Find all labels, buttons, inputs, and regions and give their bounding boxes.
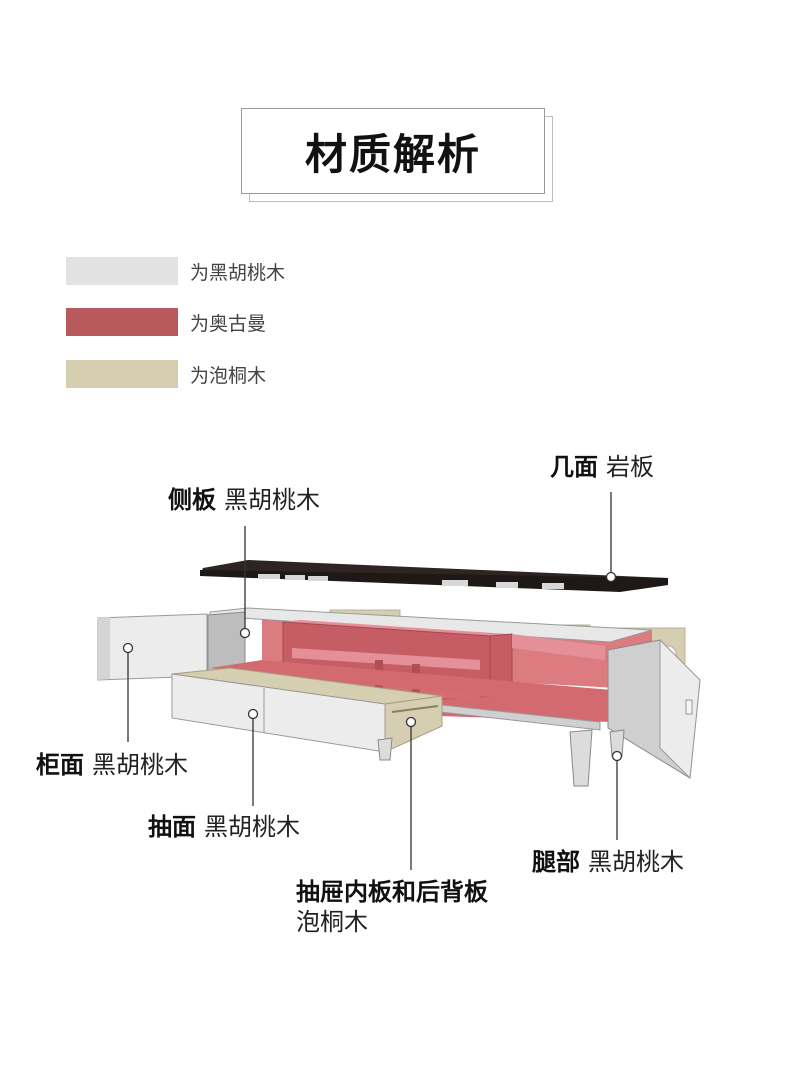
callout-side-part: 侧板 (168, 486, 216, 514)
callout-top-material: 岩板 (606, 453, 654, 481)
callout-legs: 腿部黑胡桃木 (532, 847, 684, 877)
callout-drawer-front-part: 抽面 (148, 813, 196, 841)
callout-drawer-front: 抽面黑胡桃木 (148, 812, 300, 842)
callout-drawer-front-material: 黑胡桃木 (204, 813, 300, 841)
callout-side: 侧板黑胡桃木 (168, 485, 320, 515)
callout-drawer-inner-part: 抽屉内板和后背板 (296, 878, 488, 906)
left-door (98, 614, 207, 680)
callout-side-material: 黑胡桃木 (224, 486, 320, 514)
callout-legs-part: 腿部 (532, 848, 580, 876)
callout-cabinet-front: 柜面黑胡桃木 (36, 750, 188, 780)
callout-top-part: 几面 (550, 453, 598, 481)
callout-drawer-inner-material: 泡桐木 (296, 907, 488, 937)
callout-legs-material: 黑胡桃木 (588, 848, 684, 876)
callout-top: 几面岩板 (550, 452, 654, 482)
callout-cabinet-front-material: 黑胡桃木 (92, 751, 188, 779)
callout-cabinet-front-part: 柜面 (36, 751, 84, 779)
stone-top (200, 560, 668, 592)
callout-drawer-inner: 抽屉内板和后背板 泡桐木 (296, 877, 488, 937)
